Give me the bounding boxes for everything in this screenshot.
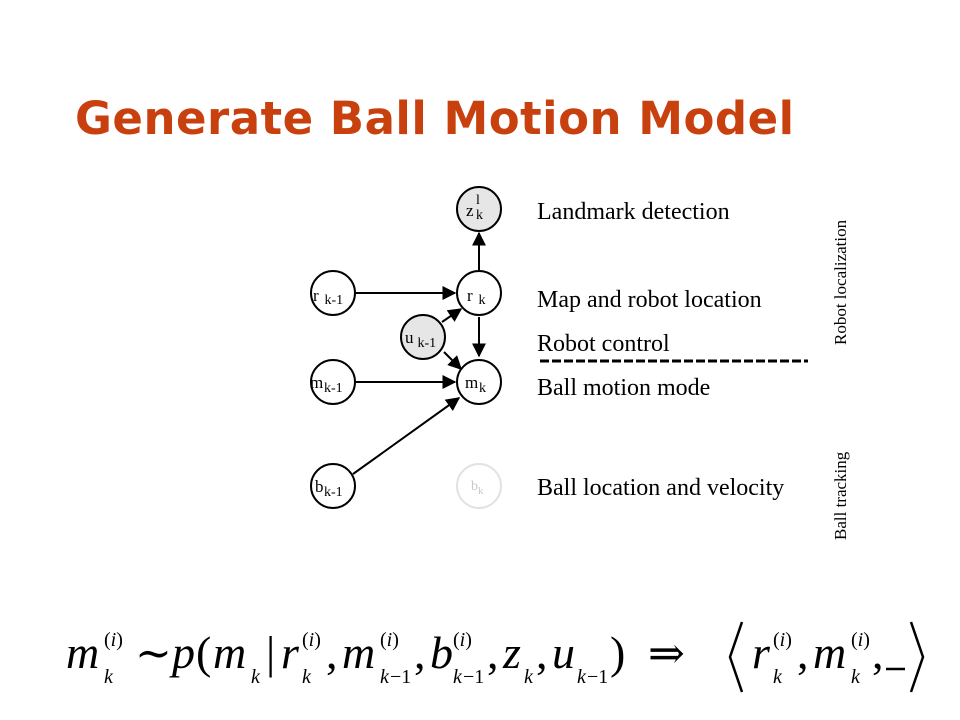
svg-text:k: k [524, 666, 534, 688]
node-b-k-sub: k [478, 485, 484, 497]
page-title: Generate Ball Motion Model [75, 92, 795, 145]
node-r-k-label: r [467, 286, 473, 305]
svg-text:,: , [536, 627, 548, 678]
node-z-sub: k [476, 208, 483, 223]
node-m-k-label: m [465, 373, 478, 392]
node-b-prev: b k-1 [310, 463, 356, 509]
svg-text:k: k [773, 666, 783, 688]
svg-text:−1: −1 [390, 666, 411, 688]
svg-text:p: p [169, 627, 195, 678]
svg-text:k: k [380, 666, 390, 688]
node-b-prev-label: b [315, 477, 324, 496]
node-m-prev-sub: k-1 [324, 381, 343, 396]
node-m-k-sub: k [479, 381, 486, 396]
node-r-prev-sub: k-1 [321, 293, 343, 308]
svg-text:u: u [552, 627, 575, 678]
svg-text:∼: ∼ [135, 629, 172, 678]
node-u-prev-label: u [405, 328, 414, 347]
node-m-prev: m k-1 [310, 359, 356, 405]
node-b-k-label: b [471, 479, 478, 494]
node-z: z l k [456, 186, 502, 232]
svg-text:(i): (i) [773, 629, 792, 651]
node-m-k: m k [456, 359, 502, 405]
node-z-sup: l [476, 193, 480, 208]
svg-text:(i): (i) [453, 629, 472, 651]
node-r-prev-label: r [313, 286, 319, 305]
svg-text:z: z [502, 627, 521, 678]
svg-text:−1: −1 [587, 666, 608, 688]
svg-text:(i): (i) [380, 629, 399, 651]
svg-text:(i): (i) [104, 629, 123, 651]
svg-text:(i): (i) [302, 629, 321, 651]
node-r-k-sub: k [475, 293, 486, 308]
svg-text:k: k [577, 666, 587, 688]
svg-text:r: r [281, 627, 300, 678]
svg-text:m: m [213, 627, 246, 678]
motion-model-equation: m (i) k ∼ p ( m k | r (i) k , m (i) k −1… [66, 621, 925, 693]
svg-text:⇒: ⇒ [648, 629, 685, 678]
svg-text:m: m [813, 627, 846, 678]
svg-text:,: , [414, 627, 426, 678]
svg-text:m: m [66, 627, 99, 678]
svg-text:(: ( [196, 627, 211, 678]
edge-b-prev-to-m [352, 397, 461, 475]
row-label-control: Robot control [537, 331, 670, 357]
node-z-label: z [466, 201, 474, 220]
svg-text:k: k [251, 666, 261, 688]
svg-text:|: | [266, 627, 275, 678]
edge-u-to-r [441, 308, 463, 323]
node-m-prev-label: m [310, 373, 323, 392]
svg-text:−1: −1 [463, 666, 484, 688]
node-u-prev-sub: k-1 [414, 336, 436, 351]
svg-text:): ) [610, 627, 625, 678]
svg-text:,: , [797, 627, 809, 678]
svg-text:r: r [752, 627, 771, 678]
svg-text:k: k [851, 666, 861, 688]
node-r-prev: r k-1 [310, 270, 356, 316]
row-label-map-robot: Map and robot location [537, 287, 762, 313]
node-r-k: r k [456, 270, 502, 316]
svg-text:b: b [430, 627, 453, 678]
svg-text:(i): (i) [851, 629, 870, 651]
side-label-robot-localization: Robot localization [831, 219, 850, 345]
svg-text:,: , [487, 627, 499, 678]
edge-u-to-m [443, 351, 462, 370]
svg-text:k: k [453, 666, 463, 688]
node-b-k: b k [456, 463, 502, 509]
svg-text:,: , [326, 627, 338, 678]
svg-text:m: m [342, 627, 375, 678]
svg-text:k: k [104, 666, 114, 688]
svg-text:k: k [302, 666, 312, 688]
row-label-landmark: Landmark detection [537, 199, 730, 225]
svg-text:,: , [872, 627, 884, 678]
node-u-prev: u k-1 [400, 314, 446, 360]
node-b-prev-sub: k-1 [324, 485, 343, 500]
side-label-ball-tracking: Ball tracking [831, 451, 850, 540]
row-label-ball-location: Ball location and velocity [537, 475, 784, 501]
row-label-motion-mode: Ball motion mode [537, 375, 710, 401]
